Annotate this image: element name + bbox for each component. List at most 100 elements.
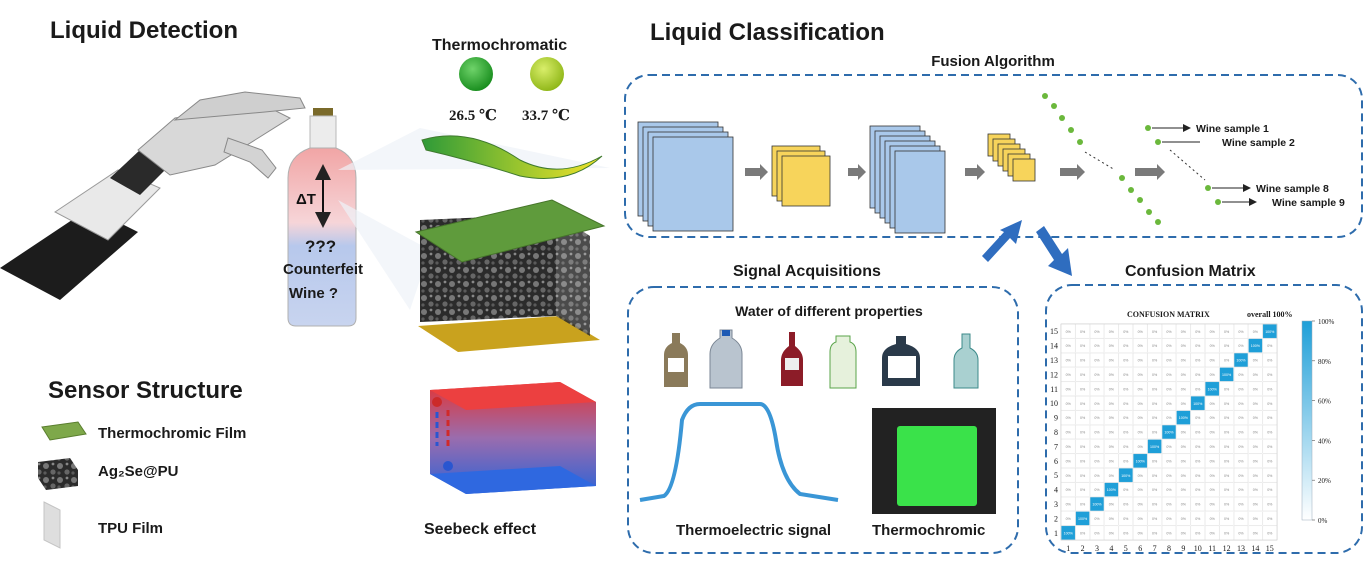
colorbar-tick-label: 60% (1318, 398, 1331, 406)
matrix-cell-label: 0% (1080, 531, 1086, 535)
matrix-cell (1133, 511, 1148, 526)
matrix-cell (1262, 367, 1277, 382)
matrix-cell-diagonal (1161, 424, 1177, 440)
matrix-y-label: 3 (1054, 500, 1058, 509)
matrix-cell (1075, 424, 1090, 440)
matrix-cell-label: 100% (1136, 459, 1146, 463)
matrix-cell (1089, 482, 1105, 497)
matrix-cell-label: 0% (1267, 503, 1273, 507)
matrix-cell-label: 0% (1138, 373, 1144, 377)
output-wine-sample-9: Wine sample 9 (1272, 197, 1345, 209)
matrix-cell-label: 0% (1195, 373, 1201, 377)
matrix-cell (1262, 453, 1277, 468)
matrix-cell (1147, 410, 1162, 425)
matrix-cell-label: 0% (1195, 459, 1201, 463)
matrix-cell (1061, 511, 1076, 526)
matrix-cell (1248, 352, 1263, 368)
matrix-cell-label: 0% (1166, 488, 1172, 492)
matrix-cell-label: 0% (1138, 531, 1144, 535)
matrix-cell-label: 0% (1123, 387, 1129, 391)
matrix-x-label: 3 (1095, 544, 1099, 553)
matrix-cell-label: 0% (1123, 459, 1129, 463)
matrix-cell-label: 0% (1066, 359, 1072, 363)
matrix-cell (1147, 338, 1162, 353)
matrix-inner-title: CONFUSION MATRIX (1127, 310, 1210, 319)
matrix-cell-label: 0% (1138, 330, 1144, 334)
matrix-cell (1176, 468, 1191, 483)
matrix-cell (1089, 367, 1105, 382)
matrix-cell (1190, 338, 1205, 353)
matrix-cell-diagonal (1205, 381, 1220, 396)
matrix-cell-label: 0% (1210, 359, 1216, 363)
matrix-cell-label: 0% (1253, 517, 1259, 521)
matrix-cell-label: 0% (1109, 387, 1115, 391)
matrix-cell-label: 0% (1080, 474, 1086, 478)
matrix-cell (1262, 410, 1277, 425)
matrix-cell-label: 0% (1195, 431, 1201, 435)
matrix-cell (1176, 525, 1191, 540)
matrix-cell-label: 0% (1109, 459, 1115, 463)
matrix-cell-label: 0% (1123, 531, 1129, 535)
matrix-cell-diagonal (1104, 482, 1119, 497)
confusion-matrix: 0% 0% 0% 0% 0% 0% 0% 0% 0% 0% 0% 0% 0% 0% 100% 0% 0% 0% 0%… (1050, 323, 1278, 553)
matrix-cell-label: 0% (1195, 503, 1201, 507)
matrix-cell (1248, 511, 1263, 526)
matrix-cell (1075, 496, 1090, 512)
matrix-cell-label: 0% (1109, 344, 1115, 348)
matrix-cell-label: 100% (1164, 431, 1174, 435)
matrix-x-label: 5 (1124, 544, 1128, 553)
matrix-cell (1248, 525, 1263, 540)
matrix-cell (1176, 367, 1191, 382)
colorbar-tick-label: 100% (1318, 318, 1335, 326)
matrix-cell (1248, 324, 1263, 339)
matrix-cell (1262, 381, 1277, 396)
matrix-cell (1219, 381, 1234, 396)
matrix-cell (1176, 482, 1191, 497)
matrix-cell-label: 0% (1224, 416, 1230, 420)
matrix-cell-label: 0% (1166, 344, 1172, 348)
matrix-cell-label: 100% (1208, 387, 1218, 391)
matrix-cell (1233, 367, 1249, 382)
matrix-cell (1161, 352, 1177, 368)
output-arrows (1145, 124, 1257, 206)
matrix-cell (1147, 511, 1162, 526)
matrix-cell-diagonal (1147, 439, 1162, 454)
colorbar-tick-label: 80% (1318, 358, 1331, 366)
matrix-cell-label: 0% (1238, 531, 1244, 535)
matrix-cell-label: 0% (1181, 344, 1187, 348)
matrix-cell (1205, 424, 1220, 440)
matrix-cell-label: 0% (1152, 531, 1158, 535)
matrix-cell-label: 0% (1109, 402, 1115, 406)
matrix-cell-label: 0% (1238, 330, 1244, 334)
fusion-algorithm-title: Fusion Algorithm (931, 53, 1055, 70)
matrix-cell-label: 0% (1109, 359, 1115, 363)
matrix-cell (1118, 525, 1133, 540)
matrix-cell (1219, 453, 1234, 468)
matrix-cell (1147, 468, 1162, 483)
thermochromatic-title: Thermochromatic (432, 37, 567, 54)
matrix-cell-label: 0% (1123, 488, 1129, 492)
matrix-cell (1233, 525, 1249, 540)
counterfeit-label: Counterfeit (283, 261, 363, 278)
matrix-cell-label: 0% (1195, 445, 1201, 449)
matrix-cell-label: 0% (1123, 517, 1129, 521)
matrix-cell-label: 0% (1253, 387, 1259, 391)
matrix-cell (1176, 496, 1191, 512)
matrix-cell-label: 100% (1251, 344, 1261, 348)
matrix-cell (1089, 511, 1105, 526)
matrix-y-label: 7 (1054, 442, 1058, 451)
matrix-cell-label: 0% (1138, 445, 1144, 449)
matrix-cell-label: 0% (1066, 344, 1072, 348)
film-swatch-icon (41, 421, 87, 441)
matrix-cell (1190, 439, 1205, 454)
matrix-cell (1133, 496, 1148, 512)
matrix-cell (1147, 453, 1162, 468)
matrix-cell-label: 0% (1210, 431, 1216, 435)
matrix-cell (1233, 468, 1249, 483)
matrix-cell (1075, 396, 1090, 411)
matrix-cell (1061, 352, 1076, 368)
matrix-cell-label: 0% (1267, 474, 1273, 478)
temp-label-33: 33.7 ℃ (522, 108, 570, 124)
matrix-cell-label: 0% (1066, 503, 1072, 507)
matrix-cell-label: 0% (1138, 416, 1144, 420)
